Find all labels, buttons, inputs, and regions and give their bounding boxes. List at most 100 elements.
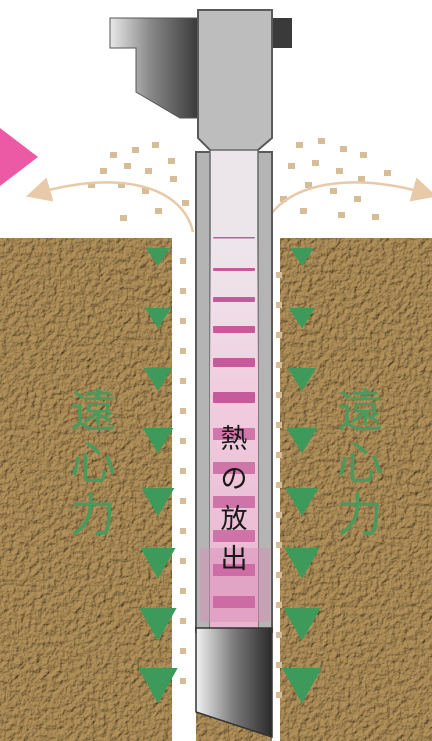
spray-particle-16 bbox=[318, 138, 325, 144]
gap-particle-29 bbox=[180, 678, 186, 684]
spray-particle-22 bbox=[358, 176, 365, 182]
spray-particle-5 bbox=[124, 163, 131, 169]
spray-particle-24 bbox=[305, 182, 312, 188]
force-arrow-left-6 bbox=[140, 548, 176, 579]
force-arrow-right-6 bbox=[284, 548, 320, 579]
spray-particle-13 bbox=[120, 215, 127, 221]
heat-stripe-3 bbox=[213, 297, 255, 302]
spray-particle-3 bbox=[152, 142, 159, 148]
spray-particle-26 bbox=[354, 196, 361, 202]
centrifugal-label-left: 遠 心 力 bbox=[68, 388, 118, 544]
spray-particle-8 bbox=[88, 182, 95, 188]
spray-particle-19 bbox=[288, 163, 295, 169]
force-arrow-left-5 bbox=[141, 488, 175, 516]
spray-particle-30 bbox=[280, 196, 287, 202]
clamp-block-left bbox=[109, 17, 199, 119]
centrifugal-right-char-1: 遠 bbox=[337, 384, 383, 438]
force-arrow-right-1 bbox=[290, 248, 314, 266]
spray-arrow-right bbox=[260, 177, 432, 233]
spray-particle-10 bbox=[142, 188, 149, 194]
heat-stripe-6 bbox=[213, 392, 255, 403]
force-arrow-left-3 bbox=[143, 368, 173, 391]
gap-particle-16 bbox=[276, 482, 282, 488]
spray-particle-1 bbox=[110, 152, 117, 158]
centrifugal-left-char-1: 遠 bbox=[70, 384, 116, 438]
gap-particle-17 bbox=[180, 498, 186, 504]
heat-stripe-11 bbox=[213, 564, 255, 576]
heat-char-1: 熱 bbox=[220, 424, 248, 455]
heat-stripe-1 bbox=[213, 237, 255, 239]
gap-particle-11 bbox=[180, 408, 186, 414]
force-arrow-right-8 bbox=[282, 668, 322, 704]
spray-particle-11 bbox=[170, 176, 177, 182]
gap-particle-30 bbox=[276, 692, 282, 698]
spray-particle-12 bbox=[155, 208, 162, 214]
gap-particle-14 bbox=[276, 452, 282, 458]
centrifugal-label-right: 遠 心 力 bbox=[335, 388, 385, 544]
spray-particle-18 bbox=[360, 152, 367, 158]
spray-particle-17 bbox=[340, 146, 347, 152]
spray-arrow-left bbox=[25, 177, 195, 233]
spray-particle-9 bbox=[118, 182, 125, 188]
spray-particle-2 bbox=[132, 147, 139, 153]
spray-particle-4 bbox=[100, 168, 107, 174]
heat-stripe-7 bbox=[213, 428, 255, 440]
gap-particle-18 bbox=[276, 512, 282, 518]
gap-particle-26 bbox=[276, 632, 282, 638]
spray-particle-20 bbox=[312, 160, 319, 166]
gap-particle-1 bbox=[180, 258, 186, 264]
force-arrow-left-4 bbox=[142, 428, 174, 454]
spray-particle-15 bbox=[296, 142, 303, 148]
spray-particles bbox=[88, 138, 391, 698]
heat-stripe-4 bbox=[213, 326, 255, 333]
spray-particle-29 bbox=[372, 214, 379, 220]
gap-particle-23 bbox=[180, 588, 186, 594]
centrifugal-right-char-3: 力 bbox=[337, 488, 383, 542]
gap-particle-27 bbox=[180, 648, 186, 654]
force-arrow-left-7 bbox=[139, 608, 177, 641]
gap-particle-20 bbox=[276, 542, 282, 548]
spray-particle-6 bbox=[145, 168, 152, 174]
heat-release-label: 熱 の 放 出 bbox=[214, 426, 254, 586]
force-arrow-right-5 bbox=[285, 488, 319, 516]
heat-char-2: の bbox=[220, 464, 248, 495]
drill-tip bbox=[195, 627, 273, 739]
gap-particle-21 bbox=[180, 558, 186, 564]
force-arrow-left-1 bbox=[146, 248, 170, 266]
gap-particle-28 bbox=[276, 662, 282, 668]
gap-particle-4 bbox=[276, 302, 282, 308]
heat-stripe-8 bbox=[213, 462, 255, 474]
spray-particle-27 bbox=[300, 208, 307, 214]
gap-particle-13 bbox=[180, 438, 186, 444]
force-arrow-left-2 bbox=[144, 308, 172, 329]
gap-particle-12 bbox=[276, 422, 282, 428]
gap-particle-10 bbox=[276, 392, 282, 398]
gap-particle-3 bbox=[180, 288, 186, 294]
spray-particle-21 bbox=[336, 168, 343, 174]
gap-particle-7 bbox=[180, 348, 186, 354]
heat-stripes bbox=[213, 237, 255, 608]
force-arrow-right-4 bbox=[286, 428, 318, 454]
bore-gap-left bbox=[172, 238, 196, 741]
heat-char-3: 放 bbox=[220, 504, 248, 535]
centrifugal-force-arrows bbox=[138, 248, 322, 704]
spray-particle-7 bbox=[168, 158, 175, 164]
gap-particle-8 bbox=[276, 362, 282, 368]
gap-particle-2 bbox=[276, 272, 282, 278]
force-arrow-left-8 bbox=[138, 668, 178, 704]
gap-particle-15 bbox=[180, 468, 186, 474]
heat-stripe-2 bbox=[213, 268, 255, 271]
heat-char-4: 出 bbox=[220, 544, 248, 575]
gap-particle-6 bbox=[276, 332, 282, 338]
heat-stripe-12 bbox=[213, 596, 255, 608]
gap-particle-25 bbox=[180, 618, 186, 624]
spray-particle-28 bbox=[338, 212, 345, 218]
centrifugal-left-char-2: 心 bbox=[70, 436, 116, 490]
gap-particle-22 bbox=[276, 572, 282, 578]
spray-particle-23 bbox=[384, 170, 391, 176]
heat-stripe-5 bbox=[213, 358, 255, 367]
heat-stripe-9 bbox=[213, 496, 255, 508]
direction-indicator-icon bbox=[0, 128, 38, 186]
